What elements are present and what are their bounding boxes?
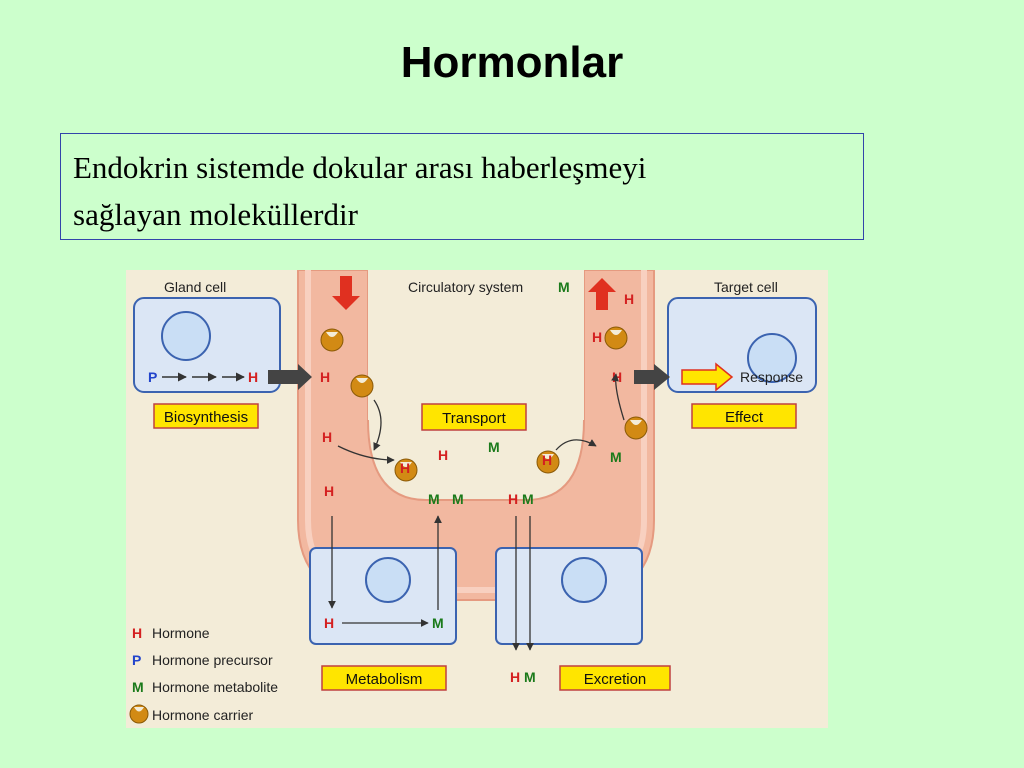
gland-cell-label: Gland cell [164,279,226,295]
carrier-icon-2 [350,374,374,398]
biosynthesis-label: Biosynthesis [164,409,248,426]
flow-down-arrow [332,276,360,310]
legend-carrier-icon [129,704,149,724]
carrier-icon-1 [320,328,344,352]
carrier-H-2: H [542,452,552,468]
definition-line-2: sağlayan moleküllerdir [73,197,358,232]
vessel-H-3: H [438,447,448,463]
diagram-svg: Gland cell P H H Biosynthesis Circulator… [129,270,817,724]
legend-metabolite: Hormone metabolite [152,679,278,695]
definition-box: Endokrin sistemde dokular arası haberleş… [60,133,864,240]
response-label: Response [740,369,803,385]
biosynthesis-box [153,403,259,429]
circ-M: M [558,279,570,295]
legend-M: M [132,679,144,695]
vessel-inner [368,270,584,420]
excretion-box [559,665,671,691]
legend-P: P [132,652,141,668]
target-cell-label: Target cell [714,279,778,295]
vessel-M-4: M [452,491,464,507]
vessel-H-7: H [508,491,518,507]
gland-nucleus [161,311,211,361]
carrier-icon-6 [536,450,560,474]
vessel-H-1: H [320,369,330,385]
response-arrow [681,362,734,392]
carrier-icon-5 [394,458,418,482]
definition-line-1: Endokrin sistemde dokular arası haberleş… [73,150,647,185]
vessel-M-1: M [488,439,500,455]
metab-H: H [324,615,334,631]
carrier-H: H [400,460,410,476]
hormone-diagram: Gland cell P H H Biosynthesis Circulator… [126,270,828,728]
metabolism-label: Metabolism [346,671,423,688]
carrier-icon-4 [624,416,648,440]
vessel-M-2: M [610,449,622,465]
metabolism-nucleus [365,557,411,603]
excr-H: H [510,669,520,685]
transport-box [421,403,527,431]
carrier-icon-3 [604,326,628,350]
circulatory-label: Circulatory system [408,279,523,295]
page-title: Hormonlar [400,38,624,87]
legend-H: H [132,625,142,641]
vessel-H-2: H [322,429,332,445]
effect-box [691,403,797,429]
secretion-arrow [268,364,312,390]
metab-M: M [432,615,444,631]
legend-precursor: Hormone precursor [152,652,273,668]
circ-H-top: H [624,291,634,307]
gland-H: H [248,369,258,385]
vessel-M-3: M [428,491,440,507]
metabolism-box [321,665,447,691]
vessel-H-6: H [324,483,334,499]
vessel-H-5: H [612,369,622,385]
excretion-label: Excretion [584,671,647,688]
legend-hormone: Hormone [152,625,210,641]
vessel-H-4: H [592,329,602,345]
excr-M: M [524,669,536,685]
legend-carrier: Hormone carrier [152,707,253,723]
precursor-P: P [148,369,157,385]
target-nucleus [747,333,797,383]
excretion-nucleus [561,557,607,603]
flow-up-arrow [588,278,616,310]
effect-label: Effect [725,409,764,426]
vessel-M-5: M [522,491,534,507]
uptake-arrow [634,364,670,390]
transport-label: Transport [442,410,506,427]
